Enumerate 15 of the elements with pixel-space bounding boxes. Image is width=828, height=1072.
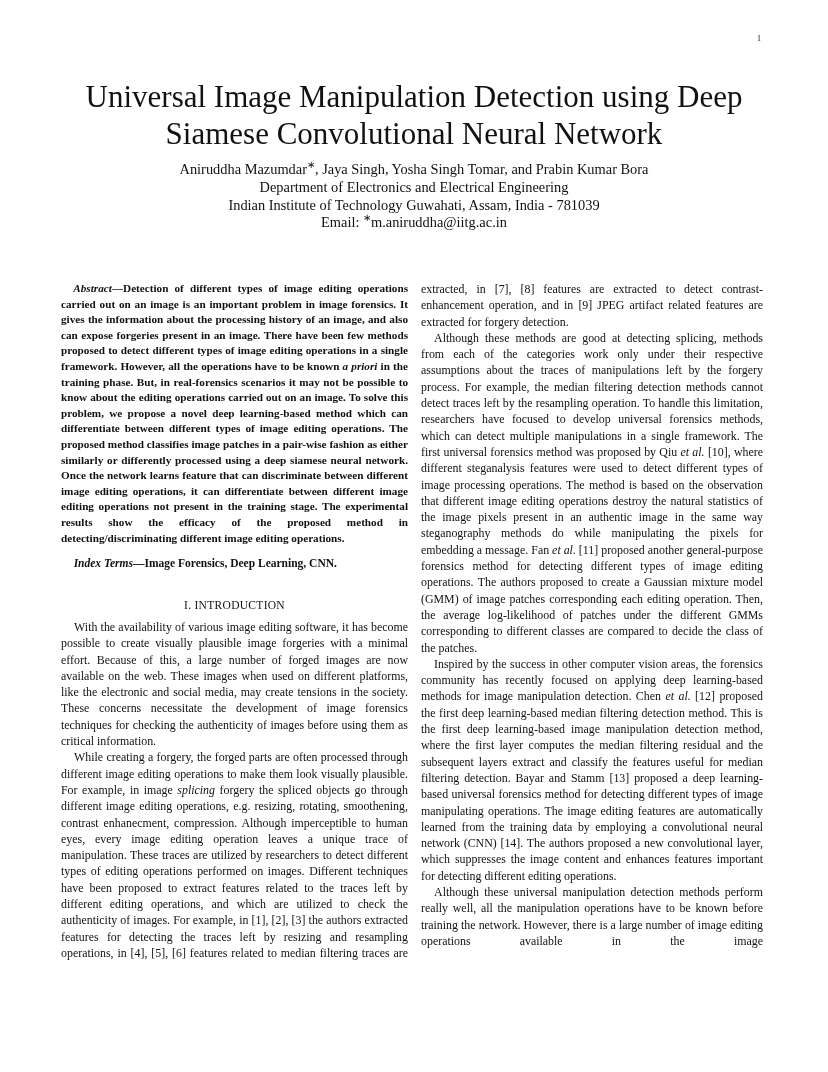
section-heading: I. INTRODUCTION	[183, 597, 286, 613]
body-paragraph: While creating a forgery, the forged parts are often processed through different image editing operations to make them look visually plausible. For example, in image splicing forgery the spliced objects go through different image editing operations, e.g. resizing, rotating, smoothening, contrast enhanecment, compression. Although imperceptible to human eyes, every image editing operation leaves a unique trace of manipulation. These traces are utilized by researchers to detect different types of editing operations performed on images. Different techniques have been proposed to extract features related to the traces left by different editing operations, and which are utilized to check the authenticity of images. For example, in [1], [2], [3] the authors extracted features for detecting the traces left by resizing and resampling operations, in [4], [5], [6] features related to median filtering traces are	[61, 749, 408, 962]
paper-title: Universal Image Manipulation Detection using Deep Siamese Convolutional Neural Network	[84, 78, 744, 152]
body-paragraph: Inspired by the success in other computer vision areas, the forensics community has recently focused on applying deep learning-based methods for image manipulation detection. Chen et al. [12] proposed the first deep learning-based median filtering detection method. This is the first deep learning-based image manipulation detection method, where the first layer computes the median filtering residual and the subsequent layers extract and classify the features useful for median filtering detection. Bayar and Stamm [13] proposed a deep learning-based universal forensics method for detecting different types of image manipulating operations. The image editing features are automatically learned from the training data by employing a convolutional neural network (CNN) [14]. The authors proposed a new convolutional layer, which suppresses the image content and enhances features important for detecting different editing operations.	[421, 655, 763, 884]
body-paragraph: Although these methods are good at detecting splicing, methods from each of the categories work only under their respective assumptions about the traces of manipulations left by the forgery process. For example, the median filtering detection methods cannot detect traces left by the resampling operation. To handle this limitation, researchers have focused to develop universal forensics methods, which can detect multiple manipulations in a single framework. The first universal forensics method was proposed by Qiu et al. [10], where different steganalysis features were used to detect different types of image processing operations. The method is based on the observation that different image editing operations destroy the natural statistics of the image pixels present in an authentic image in the same way steganography methods do while manipulating the pixels for embedding a message. Fan et al. [11] proposed another general-purpose forensics method for detecting different types of image editing operations. The authors proposed to create a Gaussian mixture model (GMM) of image patches corresponding each editing operation. Then, the average log-likelihood of patches under the different GMMs corresponding to different classes are compared to decide the class of the patches.	[421, 329, 763, 656]
author-list: Aniruddha Mazumdar$^{∗}$, Jaya Singh, Yosha Singh Tomar, and Prabin Kumar Bora	[64, 161, 764, 178]
abstract-paragraph: Abstract—Detection of different types of image editing operations carried out on an image is an important problem in image forensics. It gives the information about the processing history of an image, and also can expose forgeries present in an image. There have been few methods proposed to detect different types of image editing operations in a single framework. However, all the operations have to be known a priori in the training phase. But, in real-forensics scenarios it may not be possible to know about the editing operations carried out on an image. To solve this problem, we propose a novel deep learning-based method which can differentiate between different types of image editing operations. The proposed method classifies image patches in a pair-wise fashion as either similarly or differently processed using a deep siamese neural network. Once the network learns feature that can discriminate between different image editing operations, it can differentiate between different image editing operations not present in the training stage. The experimental results show the efficacy of the proposed method in detecting/discriminating different image editing operations.	[61, 281, 408, 546]
body-paragraph: extracted, in [7], [8] features are extracted to detect contrast-enhancement operation, and in [9] JPEG artifact related features are extracted for forgery detection.	[421, 281, 763, 330]
index-terms: Index Terms—Image Forensics, Deep Learning, CNN.	[72, 556, 338, 572]
author-affiliation: Indian Institute of Technology Guwahati, Assam, India - 781039	[227, 197, 601, 214]
author-email: Email: $^{∗}$m.aniruddha@iitg.ac.in	[320, 214, 508, 231]
author-affiliation: Department of Electronics and Electrical Engineering	[258, 179, 570, 196]
body-paragraph: Although these universal manipulation detection methods perform really well, all the manipulation operations have to be known before training the network. However, there is a large number of image editing operations available in the image	[421, 884, 763, 950]
page-number: 1	[757, 34, 761, 43]
body-paragraph: With the availability of various image editing software, it has become possible to create visually plausible image forgeries with a minimal effort. Because of this, a large number of forged images are now available on the web. These images when used on different platforms, like the electronic and social media, may create tensions in the society. These concerns necessitate the development of image forensics techniques for checking the authenticity of images before using them as critical information.	[61, 619, 408, 750]
